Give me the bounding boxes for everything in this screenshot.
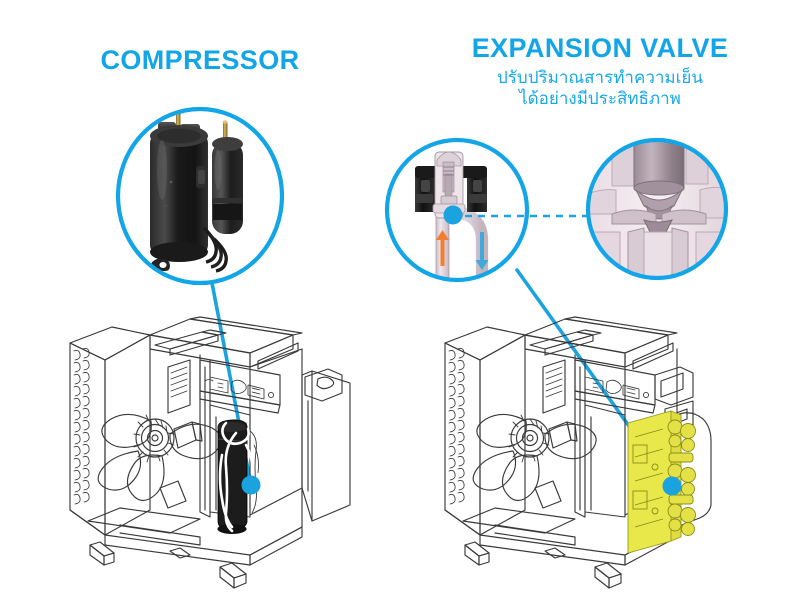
compressor-photo (117, 108, 283, 284)
valve-needle-closeup-circle (582, 136, 734, 286)
compressor-panel-title: COMPRESSOR (100, 45, 300, 75)
blue-down-arrow (475, 232, 489, 270)
compressor-circle-outline (115, 106, 285, 286)
compressor-callout-circle (110, 100, 290, 295)
expansion-valve-subtitle-line-1: ปรับปริมาณสารทำความเย็น (496, 68, 704, 88)
right-outdoor-unit-drawing (425, 305, 745, 590)
expansion-valve-subtitle-line-2: ได้อย่างมีประสิทธิภาพ (519, 89, 681, 110)
expansion-valve-location-marker (662, 476, 682, 496)
expansion-valve-subtitle: ปรับปริมาณสารทำความเย็น ได้อย่างมีประสิท… (400, 68, 800, 111)
expansion-valve-callout-circle (381, 134, 541, 286)
orange-up-arrow (436, 230, 449, 266)
valve-closeup-circle-outline (585, 137, 729, 281)
expansion-valve-panel-title: EXPANSION VALVE (471, 33, 729, 63)
expansion-valve-circle-outline (384, 137, 530, 283)
left-outdoor-unit-drawing (50, 305, 370, 590)
expansion-valve-highlight (627, 410, 696, 554)
compressor-location-marker (241, 475, 261, 495)
